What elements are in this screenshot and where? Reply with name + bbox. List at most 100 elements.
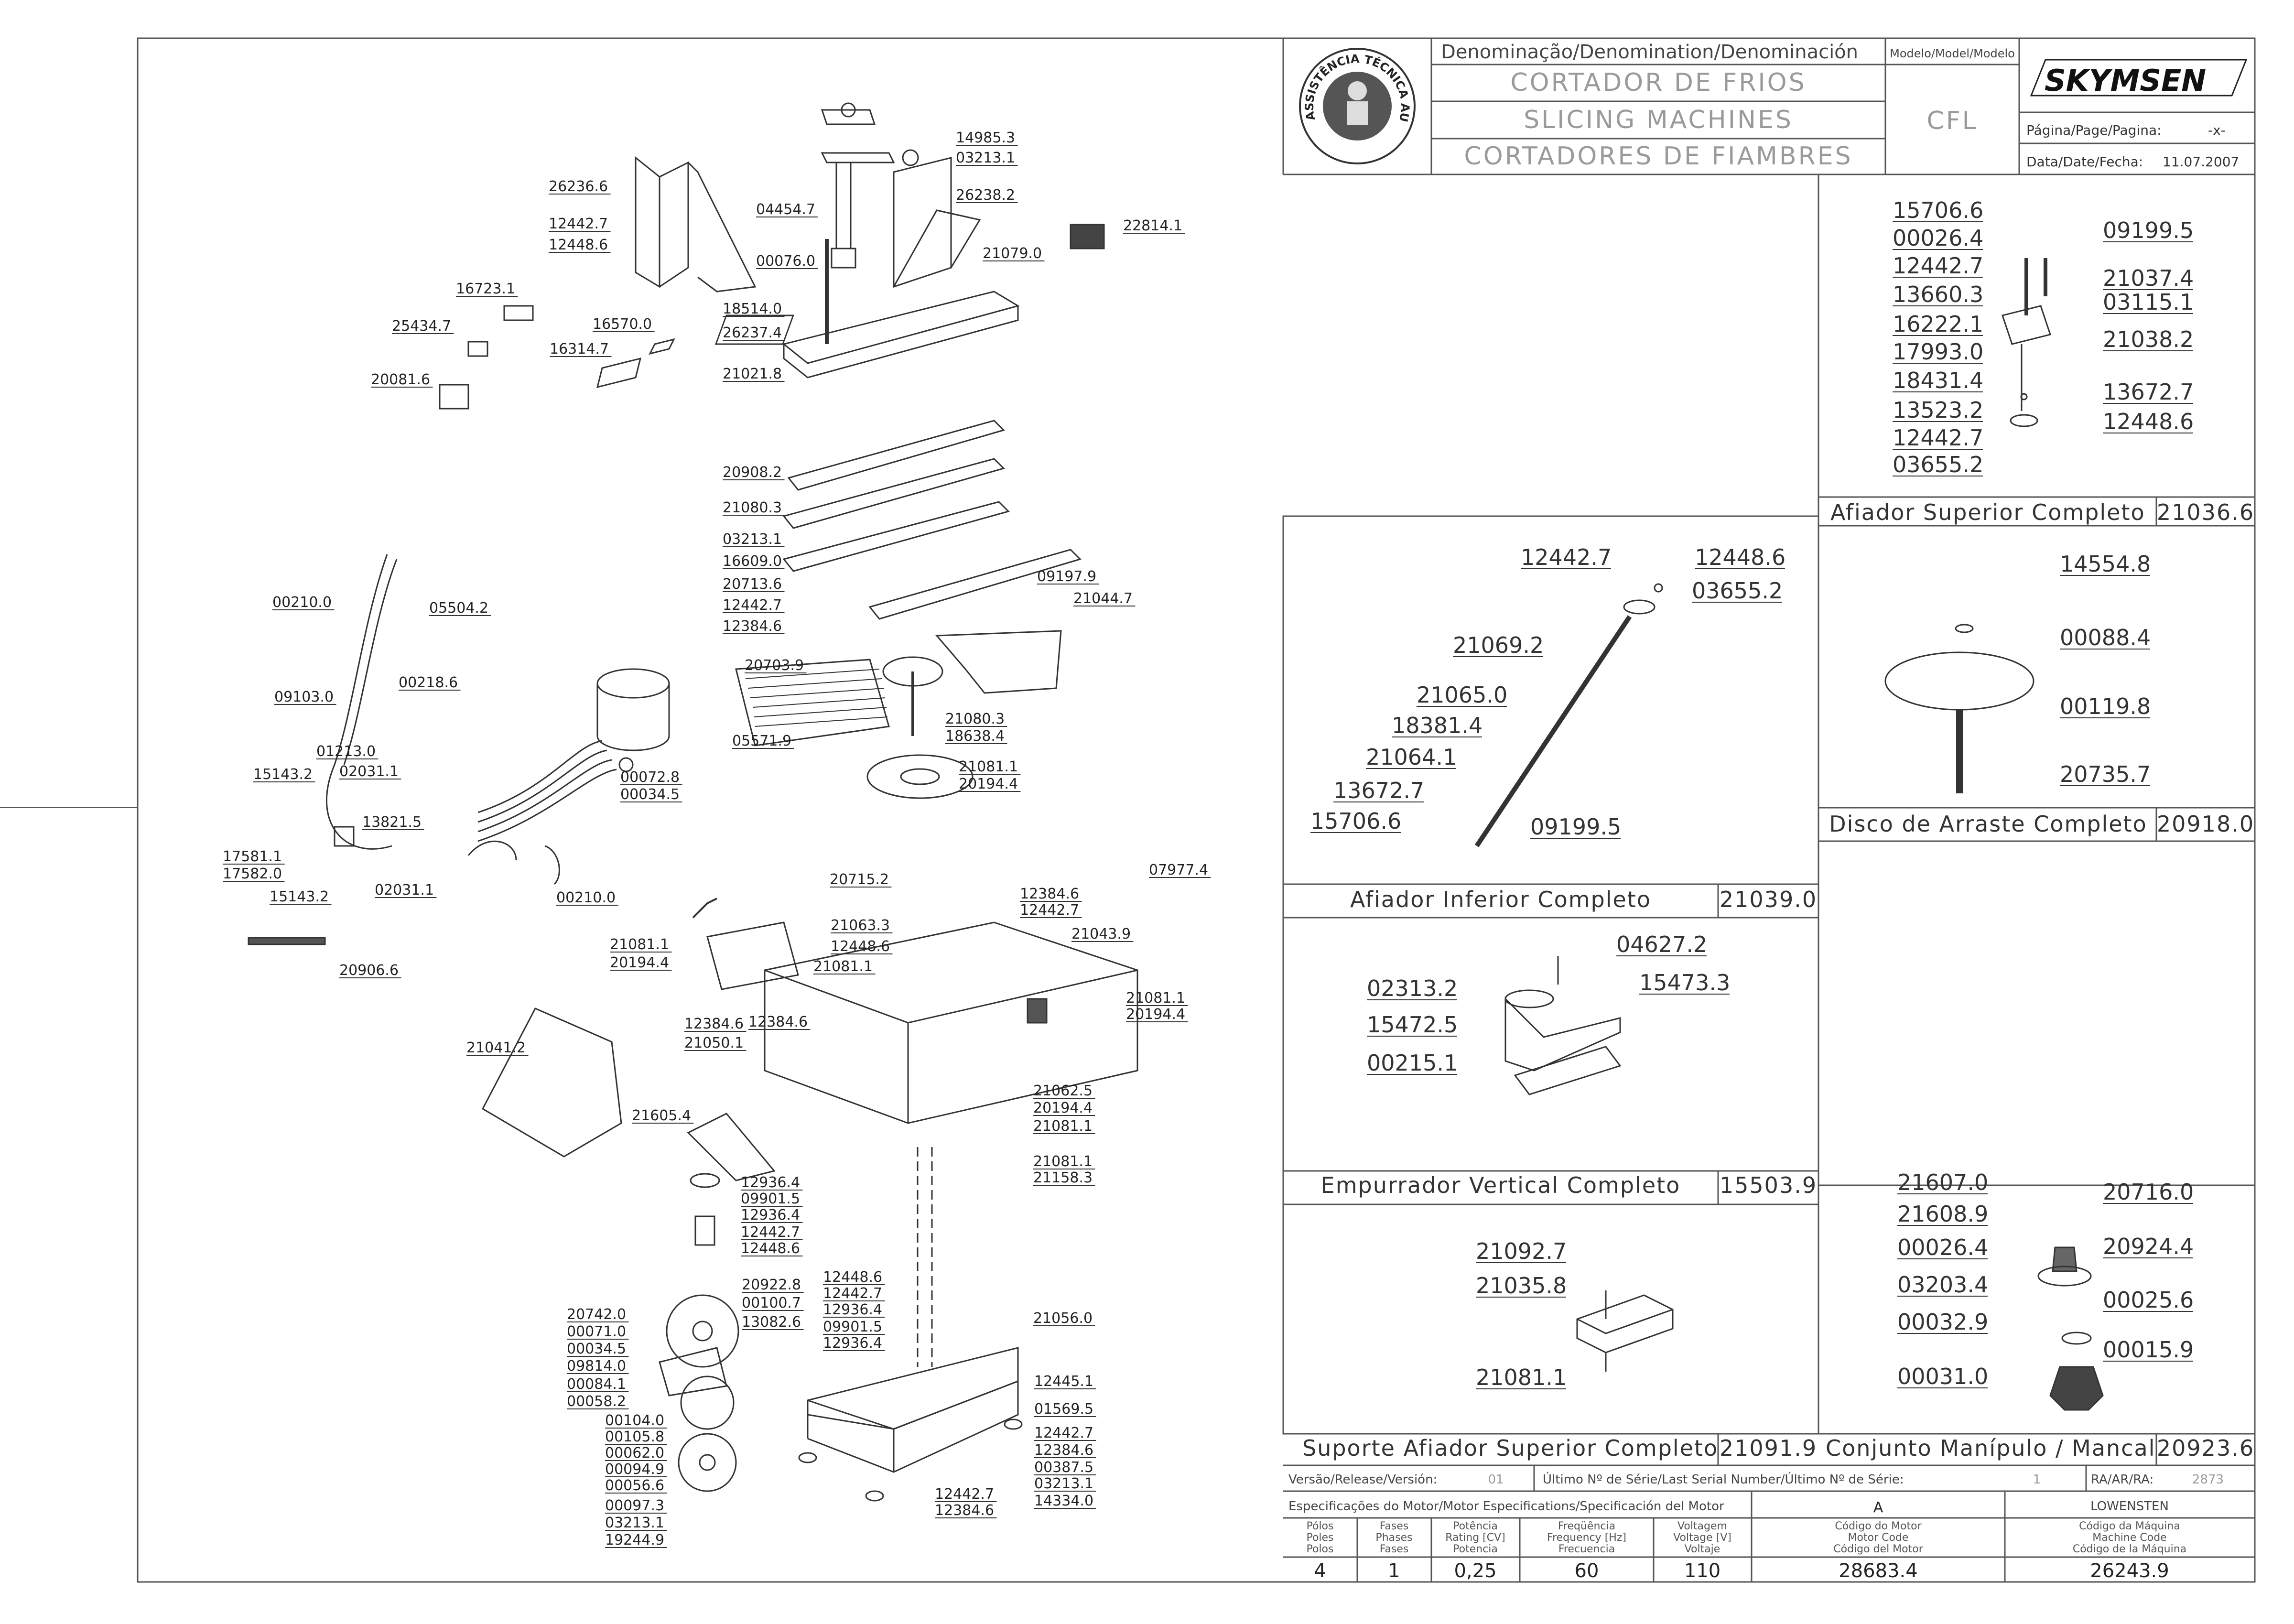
page-label: Página/Page/Pagina: xyxy=(2026,122,2162,138)
part-number-label: 21037.4 xyxy=(2103,265,2194,291)
part-number-label: 03203.4 xyxy=(1897,1272,1988,1298)
part-number-label: 12384.6 xyxy=(748,1014,808,1030)
part-number-label: 21607.0 xyxy=(1897,1169,1988,1195)
part-number-label: 12442.7 xyxy=(723,597,782,614)
part-number-label: 00015.9 xyxy=(2103,1337,2194,1363)
motor-col-header: Pólos xyxy=(1307,1520,1334,1532)
serial-label: Último Nº de Série/Last Serial Number/Úl… xyxy=(1543,1472,1904,1487)
motor-col-header: Machine Code xyxy=(2092,1532,2166,1544)
serial-value: 1 xyxy=(2033,1472,2041,1487)
page-value: -x- xyxy=(2208,122,2226,138)
part-number-label: 20194.4 xyxy=(1126,1006,1185,1023)
part-number-label: 20703.9 xyxy=(745,657,804,674)
motor-col-header: Phases xyxy=(1375,1532,1412,1544)
model-header: Modelo/Model/Modelo xyxy=(1890,47,2015,60)
ra-label: RA/AR/RA: xyxy=(2091,1472,2153,1487)
part-number-label: 25434.7 xyxy=(392,318,451,335)
part-number-label: 16222.1 xyxy=(1893,311,1983,337)
part-number-label: 00088.4 xyxy=(2060,625,2151,650)
part-number-label: 12448.6 xyxy=(831,938,890,955)
svg-text:ASSISTÊNCIA TÉCNICA AUTORIZADA: ASSISTÊNCIA TÉCNICA AUTORIZADA xyxy=(0,0,1412,123)
seal-text: ASSISTÊNCIA TÉCNICA AUTORIZADA xyxy=(0,0,1412,123)
motor-col-value: 28683.4 xyxy=(1839,1560,1917,1582)
part-number-label: 21081.1 xyxy=(959,758,1018,775)
part-number-label: 03655.2 xyxy=(1692,578,1783,604)
part-number-label: 21081.1 xyxy=(1033,1153,1093,1170)
motor-spec-label: Especificações do Motor/Motor Especifica… xyxy=(1288,1499,1724,1514)
part-number-label: 09199.5 xyxy=(2103,217,2194,243)
part-number-label: 21158.3 xyxy=(1033,1169,1093,1186)
motor-col-header: Voltaje xyxy=(1685,1543,1720,1555)
motor-col-value: 26243.9 xyxy=(2090,1560,2169,1582)
part-number-label: 12384.6 xyxy=(1020,886,1079,902)
release-label: Versão/Release/Versión: xyxy=(1288,1472,1437,1487)
part-number-label: 03213.1 xyxy=(1034,1475,1093,1492)
part-number-label: 21043.9 xyxy=(1071,926,1131,942)
authorized-service-seal: ASSISTÊNCIA TÉCNICA AUTORIZADA xyxy=(0,0,1416,164)
date-label: Data/Date/Fecha: xyxy=(2026,154,2143,170)
ra-value: 2873 xyxy=(2192,1472,2224,1487)
part-number-label: 09197.9 xyxy=(1037,568,1096,585)
part-number-label: 26238.2 xyxy=(956,187,1015,204)
section-code-afiador-superior: 21036.6 xyxy=(2157,499,2254,525)
part-number-label: 12448.6 xyxy=(549,237,608,253)
motor-col-value: 110 xyxy=(1684,1560,1720,1582)
part-number-label: 12442.7 xyxy=(1521,544,1612,570)
section-code-disco-arraste: 20918.0 xyxy=(2157,811,2254,837)
part-number-label: 12442.7 xyxy=(1893,425,1983,451)
part-number-label: 15143.2 xyxy=(253,766,313,783)
machine-name-en: SLICING MACHINES xyxy=(1524,106,1793,134)
part-number-label: 21081.1 xyxy=(1126,990,1185,1007)
motor-col-header: Rating [CV] xyxy=(1445,1532,1505,1544)
part-number-label: 13082.6 xyxy=(742,1314,801,1331)
part-number-label: 12936.4 xyxy=(741,1207,800,1223)
part-number-label: 03213.1 xyxy=(956,150,1015,166)
part-number-label: 03655.2 xyxy=(1893,452,1983,477)
motor-col-header: Voltagem xyxy=(1677,1520,1727,1532)
part-number-label: 16723.1 xyxy=(456,281,515,297)
part-number-label: 20735.7 xyxy=(2060,761,2151,787)
part-number-label: 02313.2 xyxy=(1367,975,1458,1001)
part-number-label: 00105.8 xyxy=(605,1429,664,1445)
part-number-label: 00031.0 xyxy=(1897,1364,1988,1389)
part-number-label: 00210.0 xyxy=(556,889,616,906)
motor-col-header: Código do Motor xyxy=(1835,1520,1922,1532)
motor-brand: LOWENSTEN xyxy=(2090,1499,2169,1514)
part-number-label: 00097.3 xyxy=(605,1497,664,1514)
part-number-label: 22814.1 xyxy=(1123,217,1182,234)
part-number-label: 12448.6 xyxy=(823,1269,882,1286)
section-code-conjunto-manipulo: 20923.6 xyxy=(2157,1435,2254,1461)
part-number-label: 00215.1 xyxy=(1367,1050,1458,1076)
part-number-label: 12445.1 xyxy=(1034,1373,1093,1390)
part-number-label: 21062.5 xyxy=(1033,1083,1093,1099)
part-number-label: 21021.8 xyxy=(723,366,782,382)
part-number-label: 00072.8 xyxy=(620,769,680,786)
part-number-label: 20194.4 xyxy=(610,954,669,971)
part-number-label: 12442.7 xyxy=(823,1285,882,1302)
part-number-label: 09901.5 xyxy=(823,1319,882,1335)
part-number-label: 12936.4 xyxy=(823,1301,882,1318)
part-number-label: 03213.1 xyxy=(605,1515,664,1531)
part-number-label: 13821.5 xyxy=(362,814,422,831)
section-title-afiador-inferior: Afiador Inferior Completo xyxy=(1350,887,1651,912)
part-number-label: 12442.7 xyxy=(935,1486,994,1503)
brand-name: SKYMSEN xyxy=(2045,63,2206,98)
motor-col-value: 0,25 xyxy=(1454,1560,1496,1582)
part-number-label: 00032.9 xyxy=(1897,1309,1988,1335)
part-number-label: 12442.7 xyxy=(741,1224,800,1241)
main-exploded-view xyxy=(248,102,1138,1502)
part-number-label: 20908.2 xyxy=(723,464,782,481)
part-number-label: 20081.6 xyxy=(371,371,430,388)
part-number-label: 09814.0 xyxy=(567,1358,626,1375)
part-number-label: 21035.8 xyxy=(1476,1273,1567,1299)
section-drawings xyxy=(1474,258,2104,1411)
part-number-label: 00104.0 xyxy=(605,1412,664,1429)
part-number-label: 00076.0 xyxy=(756,253,815,270)
part-number-label: 01569.5 xyxy=(1034,1401,1093,1418)
part-number-label: 21605.4 xyxy=(632,1107,691,1124)
part-number-label: 12384.6 xyxy=(1034,1442,1093,1459)
machine-name-pt: CORTADOR DE FRIOS xyxy=(1510,68,1806,97)
part-number-label: 00119.8 xyxy=(2060,693,2151,719)
motor-col-value: 1 xyxy=(1388,1560,1400,1582)
